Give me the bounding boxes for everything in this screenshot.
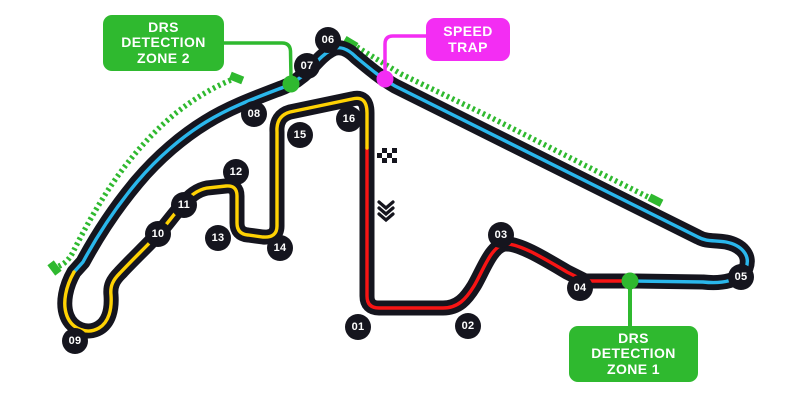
drs-zone-1-start-cap xyxy=(342,36,359,50)
corner-marker-07: 07 xyxy=(294,53,320,79)
corner-marker-02: 02 xyxy=(455,313,481,339)
speed-trap-label: SPEED TRAP xyxy=(426,18,510,61)
drs-zone-1-end-cap xyxy=(647,193,664,207)
corner-marker-05: 05 xyxy=(728,264,754,290)
sector-2-line xyxy=(72,46,749,285)
sector-1-line xyxy=(365,146,633,310)
corner-marker-09: 09 xyxy=(62,328,88,354)
corner-marker-15: 15 xyxy=(287,122,313,148)
corner-marker-14: 14 xyxy=(267,235,293,261)
drs-zone-1-label-line2: DETECTION xyxy=(591,345,676,362)
drs-zone-2-label-line3: ZONE 2 xyxy=(137,49,190,66)
drs-zone-2-label-line1: DRS xyxy=(148,18,179,35)
drs-zone-1-label-line3: ZONE 1 xyxy=(607,360,660,377)
drs-detection-2-dot xyxy=(282,75,300,93)
drs-detection-1-dot xyxy=(621,272,639,290)
corner-marker-10: 10 xyxy=(145,221,171,247)
drs-zone-1-dashes xyxy=(350,41,656,203)
drs-zone-2-label: DRS DETECTION ZONE 2 xyxy=(103,15,224,71)
corner-marker-16: 16 xyxy=(336,106,362,132)
corner-marker-06: 06 xyxy=(315,27,341,53)
speed-trap-label-line2: TRAP xyxy=(448,38,488,55)
corner-marker-04: 04 xyxy=(567,275,593,301)
corner-marker-03: 03 xyxy=(488,222,514,248)
corner-marker-11: 11 xyxy=(171,192,197,218)
corner-marker-13: 13 xyxy=(205,225,231,251)
corner-marker-12: 12 xyxy=(223,159,249,185)
speed-trap-leader xyxy=(383,34,429,78)
drs-zone-2-start-cap xyxy=(228,71,245,85)
direction-chevrons-icon xyxy=(377,200,395,223)
drs-zone-2-leader xyxy=(222,41,293,80)
corner-marker-01: 01 xyxy=(345,314,371,340)
drs-zone-2-label-line2: DETECTION xyxy=(121,34,206,51)
speed-trap-dot xyxy=(376,70,394,88)
drs-zone-1-label: DRS DETECTION ZONE 1 xyxy=(569,326,698,382)
start-finish-flag-icon xyxy=(377,148,397,163)
corner-marker-08: 08 xyxy=(241,101,267,127)
drs-zone-2-end-cap xyxy=(47,260,62,276)
speed-trap-label-line1: SPEED xyxy=(443,23,493,39)
drs-zone-1-label-line1: DRS xyxy=(618,329,649,346)
